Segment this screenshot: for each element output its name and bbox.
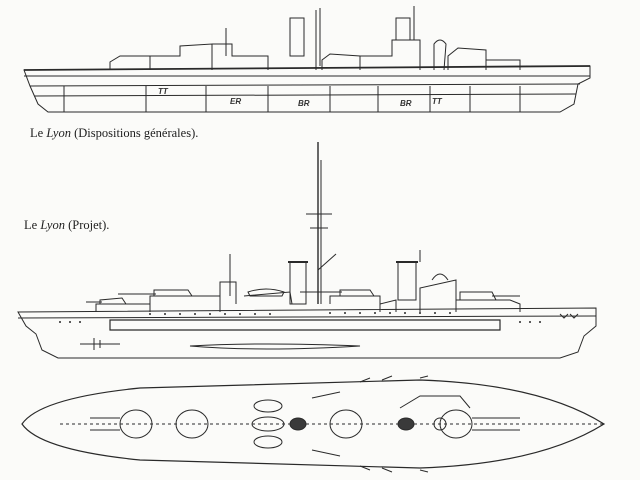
caption-prefix: Le — [30, 126, 47, 140]
caption-design: Le Lyon (Projet). — [24, 218, 109, 233]
caption-general-arrangement: Le Lyon (Dispositions générales). — [30, 126, 198, 141]
compartment-label: BR — [400, 99, 412, 108]
general-arrangement-profile — [23, 6, 591, 113]
caption-suffix: (Dispositions générales). — [70, 126, 199, 140]
ship-name: Lyon — [46, 126, 71, 140]
compartment-label: TT — [432, 97, 443, 106]
compartment-label: TT — [158, 87, 169, 96]
compartment-label: ER — [230, 97, 241, 106]
design-profile — [17, 142, 597, 359]
compartment-label: BR — [298, 99, 310, 108]
caption-prefix: Le — [24, 218, 41, 232]
ship-name: Lyon — [40, 218, 65, 232]
deck-plan — [21, 375, 606, 473]
caption-suffix: (Projet). — [64, 218, 110, 232]
compartment-labels: TT ER BR BR TT — [158, 87, 443, 108]
